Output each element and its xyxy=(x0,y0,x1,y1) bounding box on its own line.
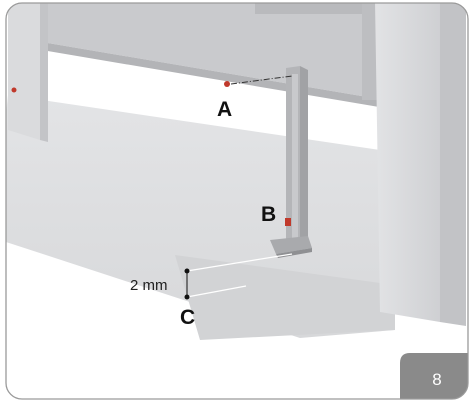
callout-c: C xyxy=(180,306,195,329)
screw-b-icon xyxy=(285,218,291,226)
screw-a-leader xyxy=(230,75,293,85)
base-plate-foreground xyxy=(175,255,395,340)
guide-bracket-slot xyxy=(292,74,298,240)
dimension-label: 2 mm xyxy=(130,277,168,294)
dimension-line-lower xyxy=(186,285,247,298)
callout-b: B xyxy=(261,203,276,226)
dimension-dot-lower xyxy=(184,294,190,300)
dimension-dot-upper xyxy=(184,268,190,274)
left-column-side xyxy=(40,3,48,142)
screw-a-icon xyxy=(224,81,230,87)
panel-recess xyxy=(255,3,365,14)
figure-frame xyxy=(5,2,469,400)
left-screw-icon xyxy=(11,87,17,93)
left-column xyxy=(8,3,40,140)
panel-frame-right xyxy=(362,3,378,100)
guide-bracket-side xyxy=(300,66,308,250)
right-column-side xyxy=(440,3,466,326)
right-column xyxy=(375,3,440,322)
figure-number: 8 xyxy=(432,370,441,389)
figure-badge xyxy=(400,353,468,399)
dimension-line-upper xyxy=(186,253,293,272)
guide-bracket-foot xyxy=(270,236,312,254)
callout-a: A xyxy=(217,98,232,121)
